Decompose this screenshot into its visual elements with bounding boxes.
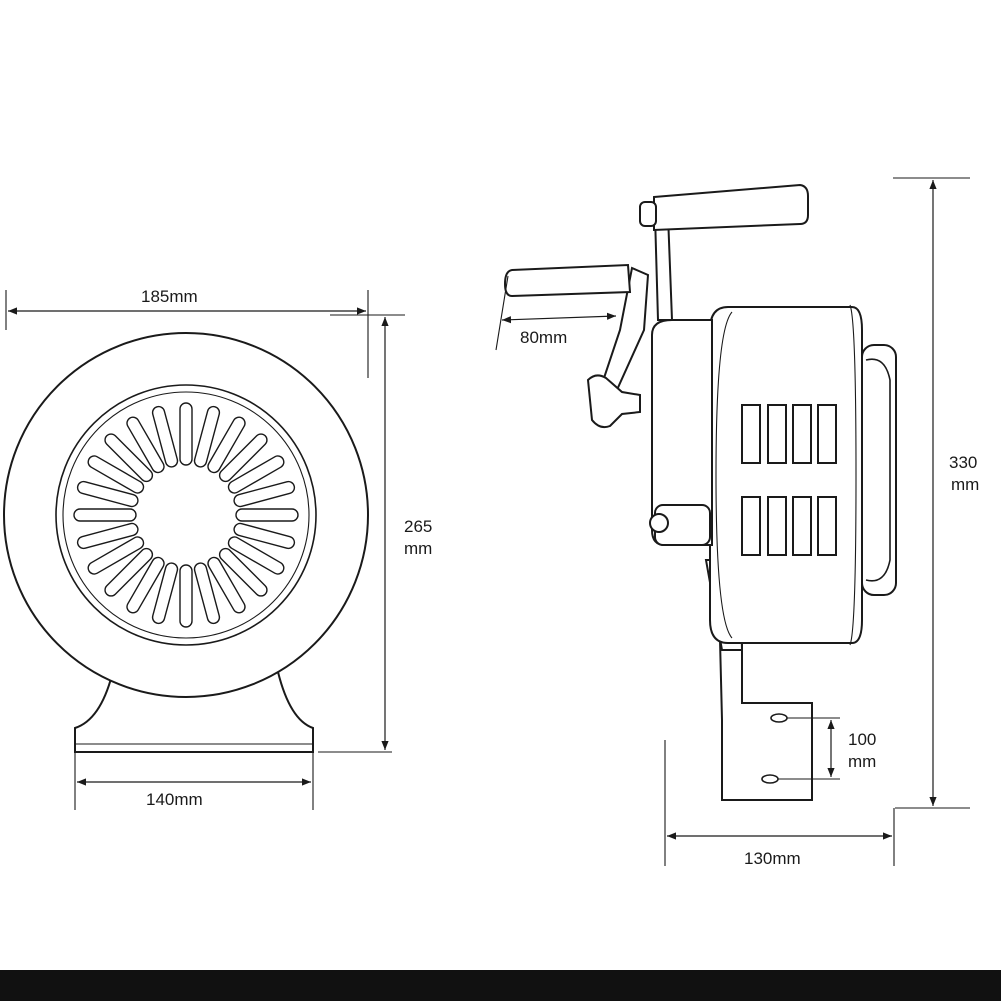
side-back-flange: [861, 344, 897, 596]
side-height-dimension: 330 mm: [893, 177, 979, 809]
side-lower-pin: [649, 513, 669, 533]
base-width-label: 140mm: [146, 790, 203, 809]
front-width-label: 185mm: [141, 287, 198, 306]
crank-length-dimension: 80mm: [495, 275, 617, 351]
sound-port: [817, 404, 837, 464]
grille-slot: [151, 405, 179, 468]
grille-slot: [179, 402, 193, 466]
crank-length-label: 80mm: [520, 328, 567, 347]
grille-slot: [233, 480, 296, 508]
grille-slot: [126, 416, 165, 474]
crank-hub: [586, 374, 641, 429]
front-grille-outer-ring: [55, 384, 317, 646]
front-grille-inner-ring: [62, 391, 310, 639]
grille-slot: [207, 556, 246, 614]
side-main-cylinder: [709, 306, 863, 644]
mount-spacing-value: 100: [848, 730, 876, 749]
side-height-value: 330: [949, 453, 977, 472]
grille-slot: [76, 480, 139, 508]
grille-slot: [218, 547, 268, 597]
grille-slot: [87, 536, 145, 575]
grille-slot: [227, 455, 285, 494]
grille-slot: [73, 508, 137, 522]
mount-spacing-dimension: 100 mm: [778, 717, 876, 780]
grille-slot: [193, 405, 221, 468]
sound-port: [767, 404, 787, 464]
sound-port: [767, 496, 787, 556]
sound-port: [741, 496, 761, 556]
grille-slot: [193, 562, 221, 625]
front-view: [3, 332, 369, 753]
side-depth-label: 130mm: [744, 849, 801, 868]
front-height-dimension: 265 mm: [318, 314, 432, 753]
front-height-value: 265: [404, 517, 432, 536]
front-width-dimension: 185mm: [5, 287, 369, 378]
grille-slot: [104, 547, 154, 597]
sound-port: [817, 496, 837, 556]
front-height-unit: mm: [404, 539, 432, 558]
sound-port: [741, 404, 761, 464]
side-depth-dimension: 130mm: [664, 740, 895, 868]
grille-slot: [207, 416, 246, 474]
side-height-unit: mm: [951, 475, 979, 494]
crank-lower-grip: [503, 263, 632, 298]
side-view: [503, 183, 897, 801]
grille-slot: [76, 522, 139, 550]
grille-slot: [179, 564, 193, 628]
bottom-bar: [0, 970, 1001, 1001]
grille-slot: [218, 433, 268, 483]
grille-slot: [104, 433, 154, 483]
grille-slot: [87, 455, 145, 494]
grille-slot: [151, 562, 179, 625]
upper-sound-ports: [741, 404, 837, 464]
lower-sound-ports: [741, 496, 837, 556]
grille-slot: [227, 536, 285, 575]
front-outer-ring: [3, 332, 369, 698]
crank-upper-grip: [653, 183, 809, 232]
mount-spacing-unit: mm: [848, 752, 876, 771]
grille-slot: [233, 522, 296, 550]
grille-slot: [126, 556, 165, 614]
sound-port: [792, 404, 812, 464]
crank-upper-knob: [639, 201, 657, 227]
sound-port: [792, 496, 812, 556]
base-width-dimension: 140mm: [74, 752, 314, 810]
front-grille-slots: [73, 402, 299, 628]
grille-slot: [235, 508, 299, 522]
